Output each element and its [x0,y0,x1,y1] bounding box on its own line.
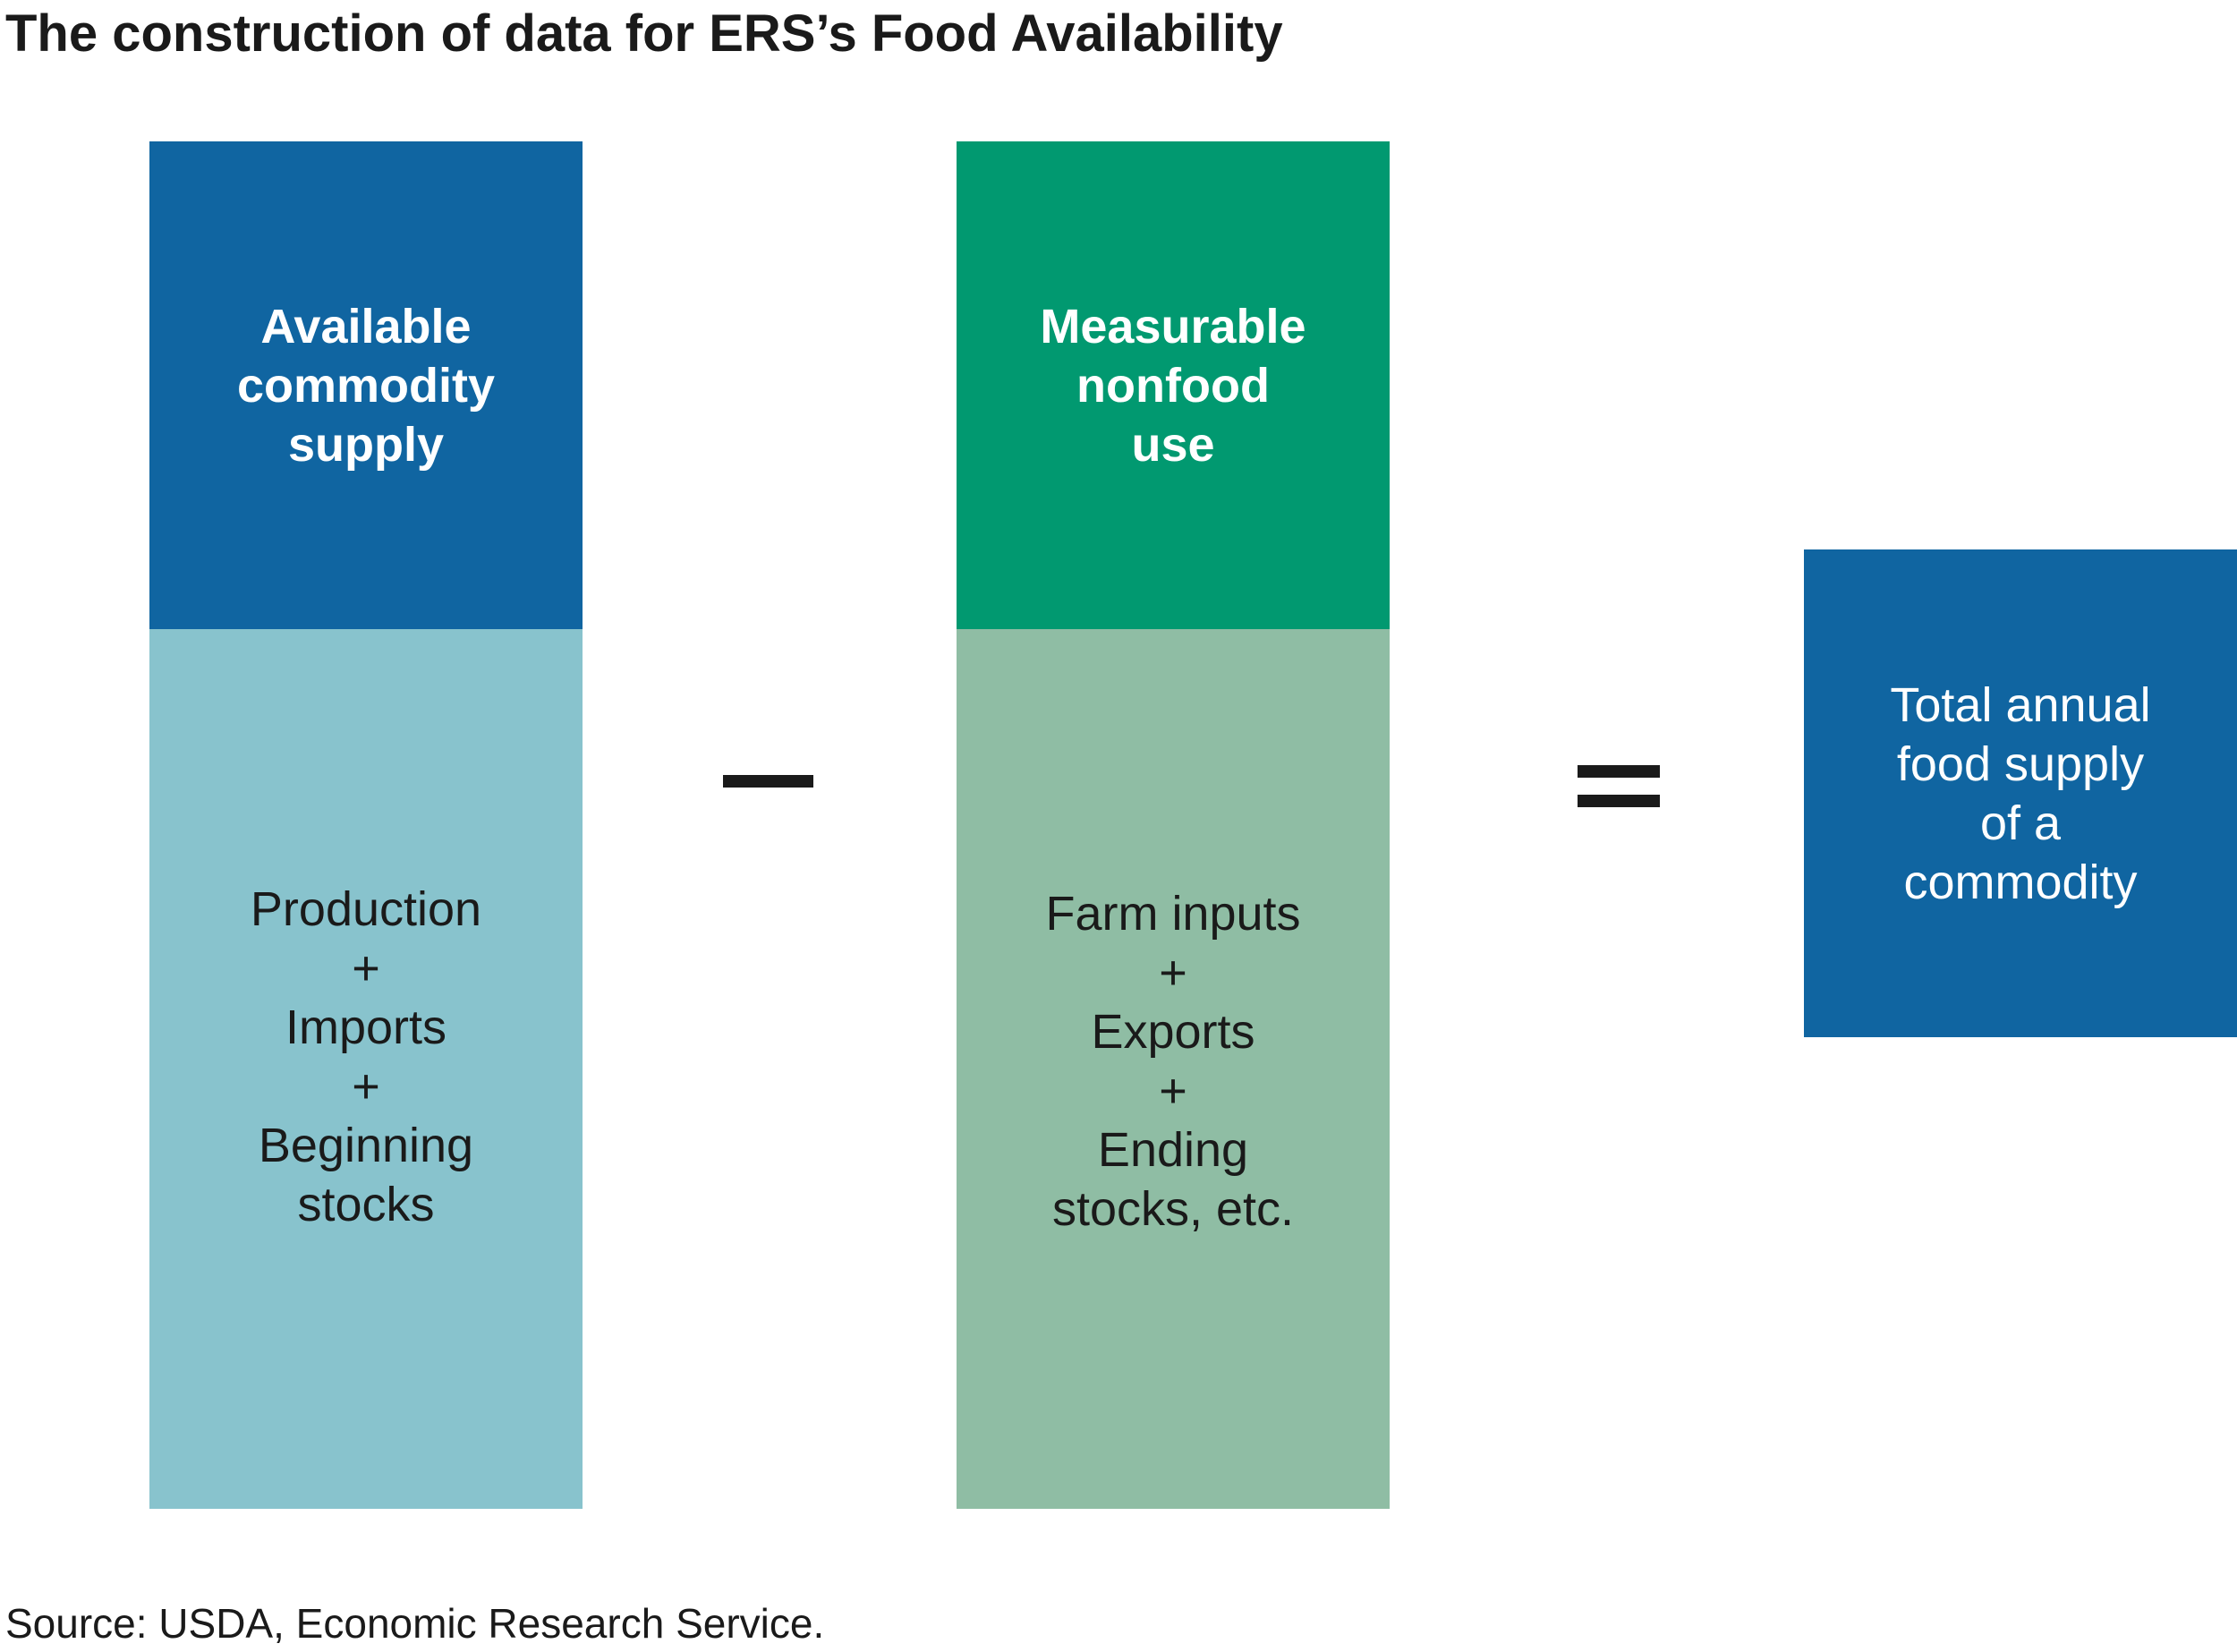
available-supply-components-label: Production + Imports + Beginning stocks [250,881,482,1231]
source-note: Source: USDA, Economic Research Service. [5,1600,825,1647]
equals-operator-top-bar [1578,765,1660,778]
nonfood-use-components: Farm inputs + Exports + Ending stocks, e… [957,629,1390,1509]
available-supply-components: Production + Imports + Beginning stocks [149,629,583,1509]
available-supply-header: Available commodity supply [149,141,583,629]
equals-operator-bottom-bar [1578,795,1660,807]
nonfood-use-components-label: Farm inputs + Exports + Ending stocks, e… [1045,886,1301,1236]
nonfood-use-header-label: Measurable nonfood use [1040,299,1306,472]
diagram-title: The construction of data for ERS’s Food … [5,4,1283,63]
available-supply-header-label: Available commodity supply [236,299,496,472]
nonfood-use-header: Measurable nonfood use [957,141,1390,629]
minus-operator [723,775,813,788]
total-food-supply-box: Total annual food supply of a commodity [1804,549,2237,1037]
total-food-supply-label: Total annual food supply of a commodity [1890,677,2151,909]
